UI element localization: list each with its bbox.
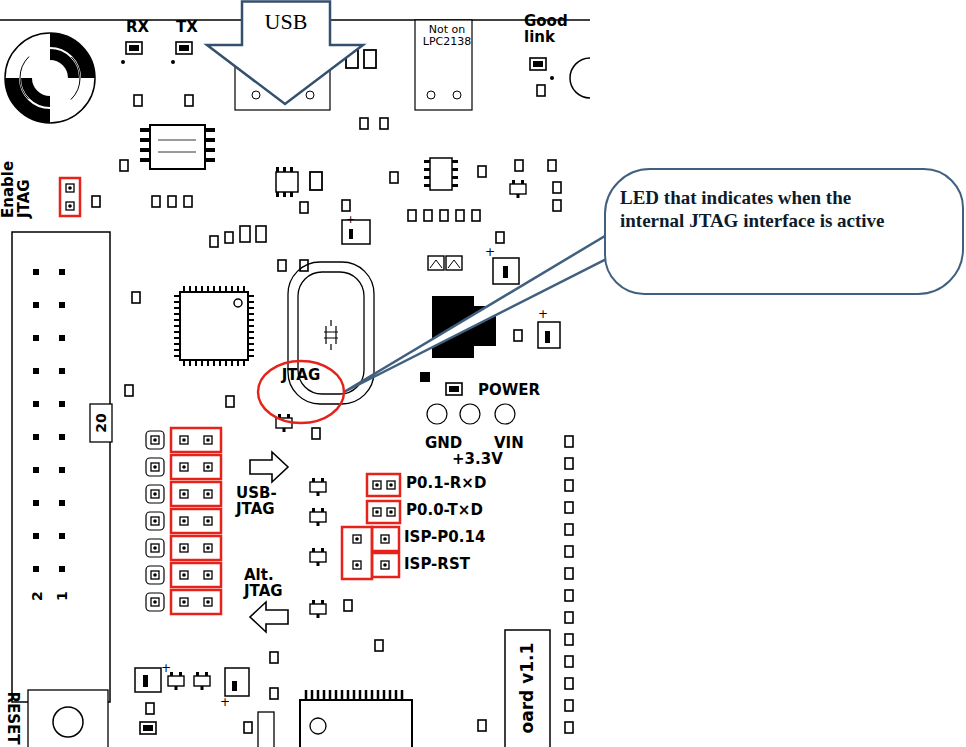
- callout-bubble: LED that indicates when the internal JTA…: [604, 168, 964, 295]
- arrow-shape: [207, 2, 363, 105]
- silkscreen-label: Enable JTAG: [1, 162, 33, 218]
- usb-arrow: USB: [205, 0, 365, 106]
- svg-text:+: +: [538, 307, 548, 321]
- svg-text:+: +: [220, 695, 230, 709]
- silkscreen-label: Not on LPC2138: [417, 24, 477, 47]
- silkscreen-label: TX: [176, 20, 198, 36]
- silkscreen-label: ISP-RST: [404, 557, 470, 573]
- silkscreen-label: P0.1-R×D: [406, 476, 486, 492]
- silkscreen-label: Good link: [524, 14, 582, 46]
- pointer-wedge: [344, 221, 630, 392]
- silkscreen-label: 2: [30, 591, 45, 601]
- callout-pointer: [344, 221, 630, 392]
- silkscreen-label: RESET: [4, 691, 20, 744]
- silkscreen-label: GND: [425, 436, 462, 452]
- arrow-label: USB: [242, 9, 330, 35]
- silkscreen-label: POWER: [478, 383, 540, 399]
- silkscreen-label: JTAG: [256, 367, 346, 384]
- silkscreen-label: +3.3V: [452, 452, 503, 468]
- silkscreen-label: Alt. JTAG: [244, 568, 292, 600]
- svg-text:+: +: [485, 245, 495, 259]
- highlight-ellipse: JTAG: [256, 358, 346, 426]
- svg-text:+: +: [161, 661, 171, 675]
- callout-text: LED that indicates when the internal JTA…: [620, 186, 905, 232]
- silkscreen-label: USB-JTAG: [236, 486, 286, 518]
- silkscreen-label: 20: [94, 413, 109, 432]
- silkscreen-label: ISP-P0.14: [404, 530, 485, 546]
- silkscreen-label: 1: [55, 591, 70, 601]
- svg-text:+: +: [346, 213, 355, 226]
- silkscreen-label: VIN: [494, 436, 524, 452]
- silkscreen-label: P0.0-T×D: [406, 503, 483, 519]
- silkscreen-label: oard v1.1: [519, 643, 537, 734]
- silkscreen-label: RX: [126, 20, 149, 36]
